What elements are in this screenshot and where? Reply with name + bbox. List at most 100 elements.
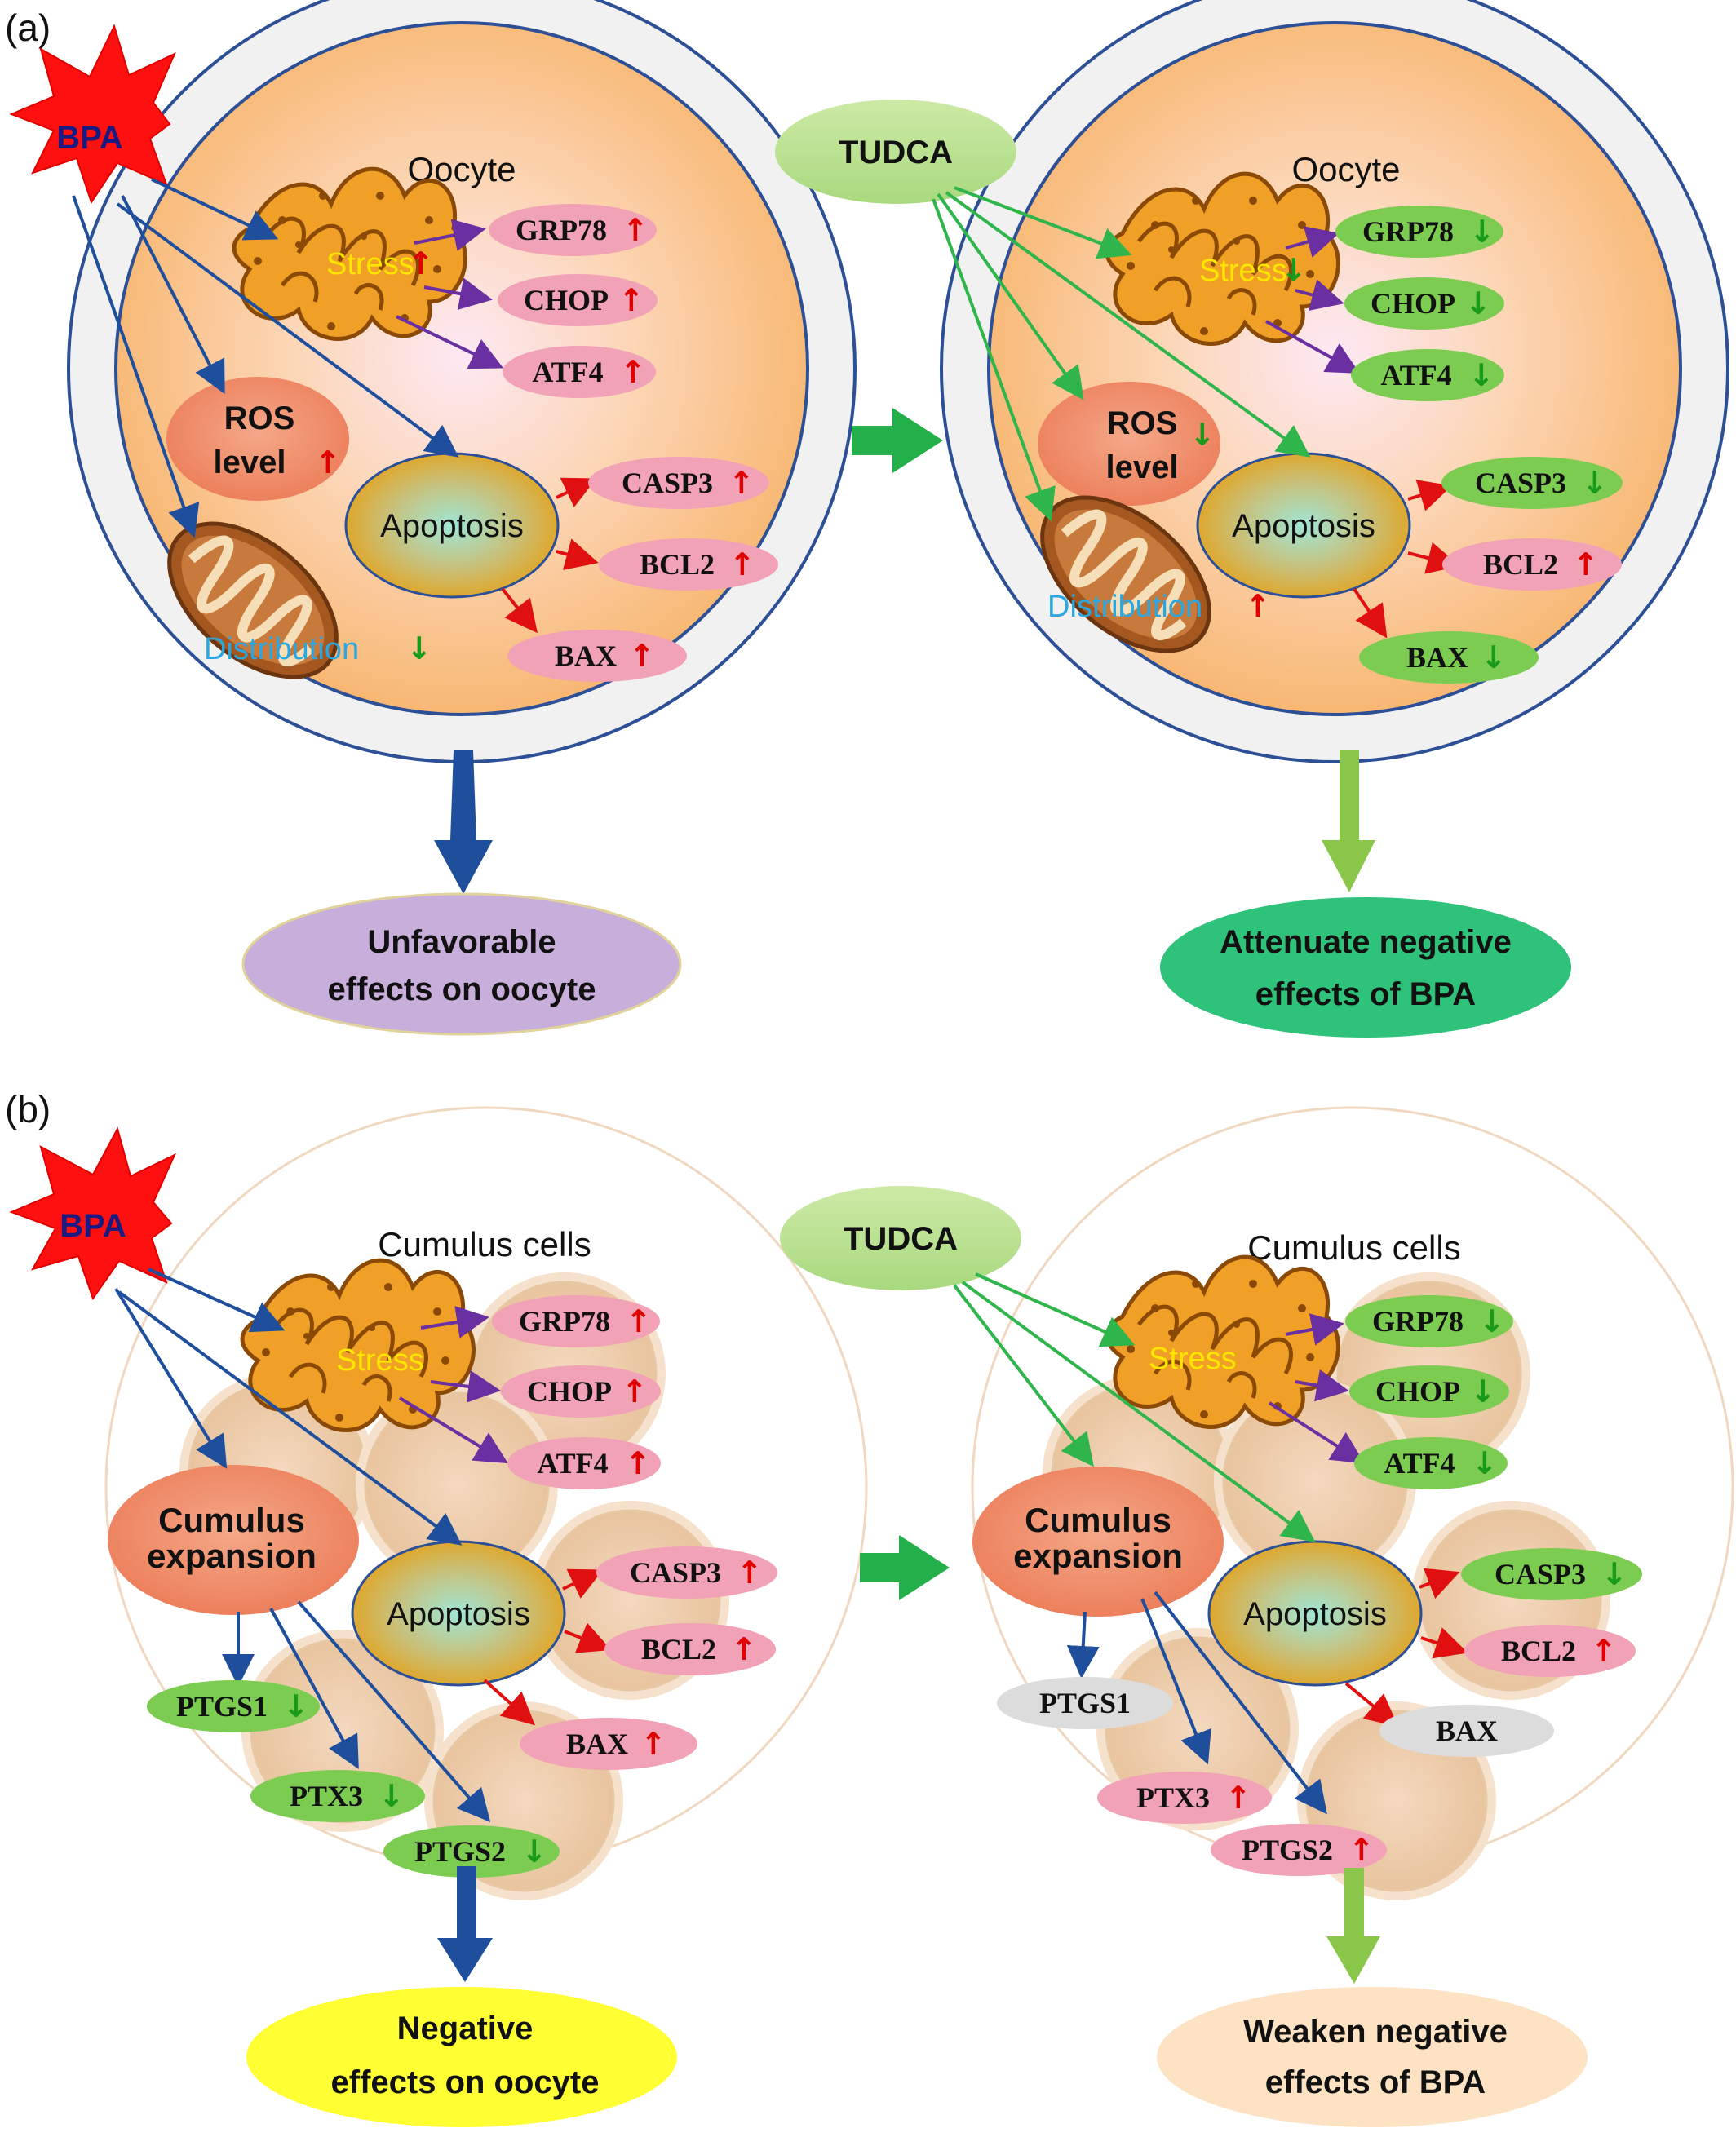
ros-line2-right: level (1106, 449, 1179, 485)
marker-pill-bg (599, 538, 778, 591)
tudca-ellipse-a (775, 100, 1016, 204)
marker-pill-label: ATF4 (532, 356, 603, 388)
up-arrow-icon: ↑ (626, 1303, 652, 1339)
marker-pill-label: PTGS1 (176, 1690, 268, 1723)
apop-arrows-b-right (1344, 1568, 1468, 1728)
marker-pill-label: CASP3 (1495, 1558, 1586, 1591)
marker-pill-label: ATF4 (537, 1447, 608, 1480)
outcome-b-right-line1: Weaken negative (1243, 2014, 1508, 2050)
outcome-b-left (246, 1987, 677, 2127)
marker-pill-bg (1097, 1772, 1272, 1824)
marker-pill-label: PTGS2 (1242, 1834, 1333, 1866)
up-arrow-icon: ↑ (1573, 546, 1599, 582)
expansion-ellipse-right (972, 1467, 1224, 1617)
tudca-arrows-a (932, 186, 1311, 522)
apop-arrows-a-left (501, 477, 599, 634)
down-arrow-icon: ↓ (1469, 214, 1495, 250)
marker-pill: BAX ↓ (1359, 631, 1539, 684)
marker-pill-label: BAX (1436, 1714, 1498, 1747)
tudca-label-b: TUDCA (844, 1221, 958, 1257)
up-arrow-icon: ↑ (1225, 1780, 1251, 1816)
up-arrow-icon: ↑ (622, 212, 649, 248)
ros-line2-left: level (214, 445, 286, 480)
marker-pill-bg (383, 1825, 560, 1878)
up-arrow-icon: ↑ (729, 546, 755, 582)
marker-pill-bg (1335, 206, 1504, 258)
up-arrow-icon: ↑ (1591, 1633, 1617, 1669)
marker-pill: PTX3↑ (1097, 1772, 1272, 1824)
down-arrow-icon: ↓ (1582, 465, 1608, 501)
tudca-arrows-b (953, 1272, 1316, 1542)
marker-pill-bg (1345, 1295, 1513, 1347)
distribution-arrow-left: ↓ (406, 630, 432, 666)
panel-a-left-oocyte (67, 0, 857, 763)
stress-arrow-a-left: ↑ (408, 246, 434, 281)
marker-pills-a-right: GRP78↓CHOP↓ATF4↓CASP3↓BCL2↑BAX↓ (1335, 206, 1623, 684)
marker-pill: PTGS1 (997, 1677, 1173, 1729)
up-arrow-icon: ↑ (629, 638, 655, 674)
bpa-star-icon (9, 24, 176, 205)
marker-pill-label: CASP3 (1475, 467, 1566, 499)
marker-pill-label: CASP3 (622, 467, 713, 499)
marker-pill-bg (1349, 1365, 1509, 1418)
expansion-ellipse-left (108, 1465, 359, 1615)
marker-pill-bg (1461, 1548, 1642, 1600)
expansion-line2-right: expansion (1013, 1537, 1183, 1575)
down-arrow-icon: ↓ (1481, 639, 1507, 675)
marker-pill-bg (1380, 1705, 1554, 1757)
outcome-arrow-b-left (437, 1866, 493, 1982)
marker-pill-label: CHOP (1375, 1375, 1460, 1408)
panel-a-right-oocyte (940, 0, 1729, 763)
marker-pill-label: ATF4 (1384, 1447, 1455, 1480)
marker-pill: GRP78 ↓ (1335, 206, 1504, 258)
marker-pill: GRP78 ↑ (489, 204, 657, 256)
outcome-arrow-b-right (1326, 1868, 1380, 1984)
exp-arrows-b-right (1066, 1591, 1327, 1815)
marker-pill: BCL2↑ (604, 1623, 776, 1675)
marker-pill: ATF4↑ (507, 1437, 661, 1489)
panel-a-center-arrow (852, 408, 943, 473)
expansion-line2-left: expansion (147, 1537, 317, 1575)
marker-pill: CHOP↑ (498, 274, 658, 326)
exp-arrows-b-left (222, 1600, 491, 1823)
marker-pill-bg (501, 1365, 661, 1418)
marker-pill-label: BAX (1406, 641, 1468, 674)
oocyte-title-right: Oocyte (1291, 150, 1400, 188)
outcome-a-left-line1: Unfavorable (367, 924, 556, 960)
panel-a-label: (a) (5, 7, 51, 49)
marker-pill-label: GRP78 (1372, 1305, 1464, 1338)
marker-pill-bg (596, 1546, 777, 1599)
marker-pill: CHOP↑ (501, 1365, 661, 1418)
marker-pill-label: GRP78 (516, 214, 607, 246)
marker-pill-bg (1351, 349, 1504, 401)
marker-pill-bg (503, 346, 656, 398)
marker-pill: BAX↑ (507, 630, 687, 682)
marker-pill-label: BCL2 (640, 548, 715, 581)
bpa-label-b: BPA (60, 1208, 126, 1244)
marker-pill: ATF4↓ (1351, 349, 1504, 401)
panel-b-label: (b) (5, 1088, 51, 1130)
marker-pill: CASP3↓ (1461, 1548, 1642, 1600)
marker-pill-label: PTGS2 (414, 1835, 506, 1868)
er-arrows-b-right (1268, 1313, 1365, 1464)
tudca-label-a: TUDCA (839, 135, 953, 170)
marker-pill-bg (520, 1718, 698, 1770)
marker-pill-bg (489, 204, 657, 256)
marker-pill-bg (1359, 631, 1539, 684)
marker-pill-label: CHOP (527, 1375, 612, 1408)
outcome-b-right-line2: effects of BPA (1265, 2064, 1486, 2100)
down-arrow-icon: ↓ (1472, 1445, 1498, 1481)
down-arrow-icon: ↓ (1468, 357, 1495, 393)
apoptosis-label-a-right: Apoptosis (1232, 508, 1375, 544)
apoptosis-label-a-left: Apoptosis (380, 508, 524, 544)
outcome-a-left-line2: effects on oocyte (328, 971, 596, 1007)
up-arrow-icon: ↑ (620, 354, 646, 390)
marker-pill: BCL2 ↑ (599, 538, 778, 591)
marker-pill: BAX↑ (520, 1718, 698, 1770)
marker-pill-bg (1442, 538, 1622, 591)
marker-pill: GRP78↓ (1345, 1295, 1513, 1347)
marker-pill-bg (997, 1677, 1173, 1729)
down-arrow-icon: ↓ (283, 1688, 309, 1724)
marker-pill-label: GRP78 (1362, 215, 1454, 248)
marker-pill: PTX3↓ (250, 1770, 425, 1822)
